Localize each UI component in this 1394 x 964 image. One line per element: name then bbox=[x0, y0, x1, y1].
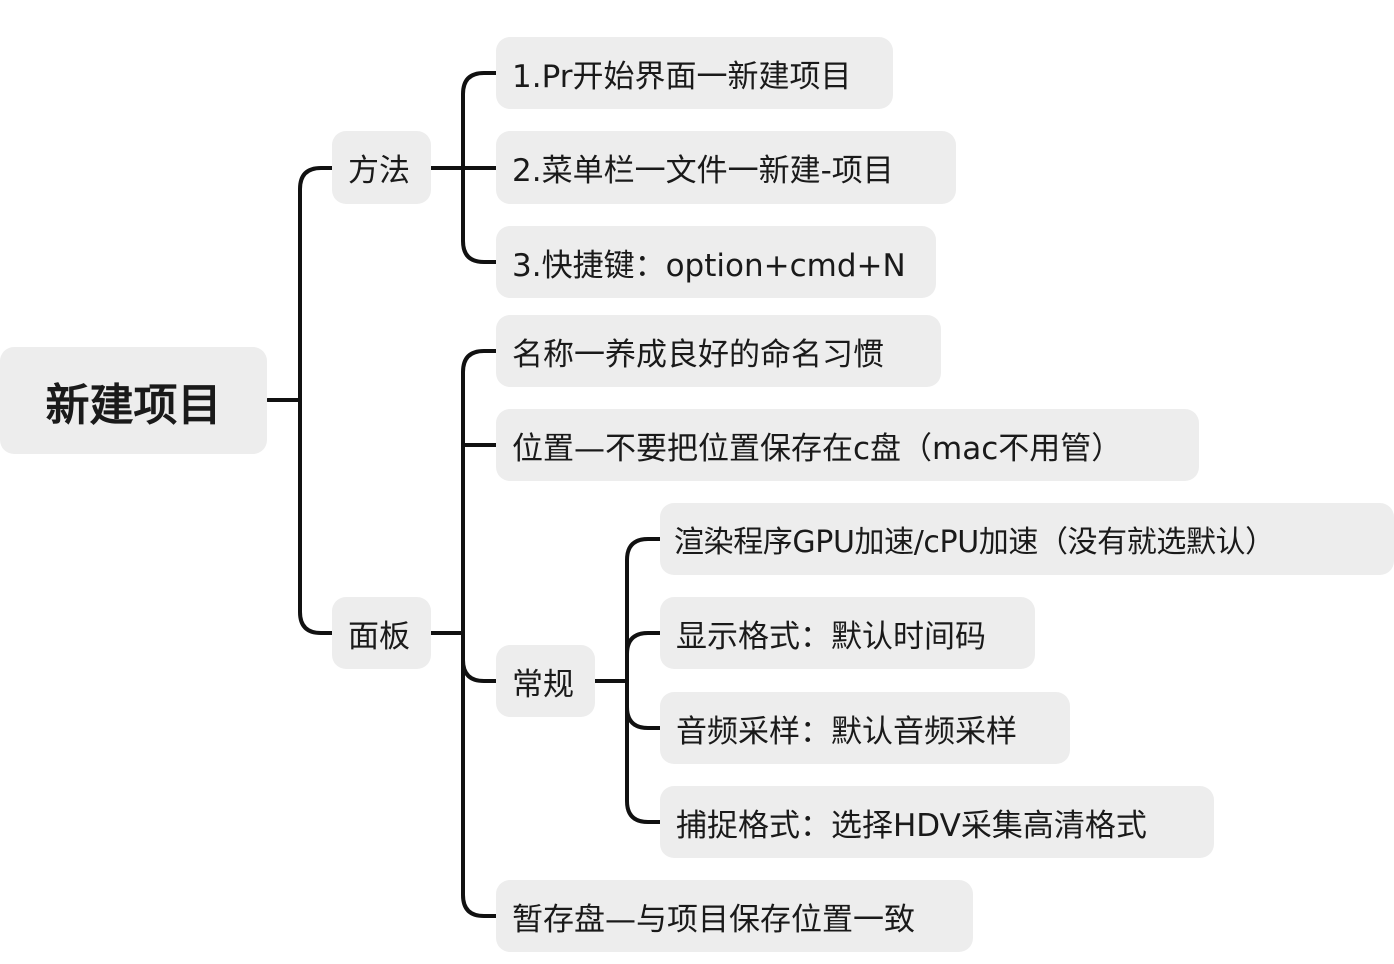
connector-panel-scratch bbox=[461, 631, 498, 918]
node-method-item-2[interactable]: 2.菜单栏一文件一新建-项目 bbox=[496, 131, 956, 204]
connector-panel-name bbox=[429, 349, 498, 635]
root-node-label: 新建项目 bbox=[45, 379, 222, 431]
node-general-item-1[interactable]: 渲染程序GPU加速/cPU加速（没有就选默认） bbox=[660, 503, 1394, 575]
node-general-item-3-label: 音频采样：默认音频采样 bbox=[676, 713, 1017, 750]
connector-general-item-4 bbox=[625, 679, 662, 824]
node-panel-label: 面板 bbox=[348, 618, 410, 655]
root-node[interactable]: 新建项目 bbox=[0, 347, 267, 454]
node-panel-scratch[interactable]: 暂存盘—与项目保存位置一致 bbox=[496, 880, 973, 952]
connector-general-item-3 bbox=[625, 679, 662, 730]
node-general-item-1-label: 渲染程序GPU加速/cPU加速（没有就选默认） bbox=[674, 525, 1275, 560]
connector-method-item-1 bbox=[429, 71, 498, 170]
node-panel-name-label: 名称一养成良好的命名习惯 bbox=[512, 336, 884, 373]
node-general-item-4[interactable]: 捕捉格式：选择HDV采集高清格式 bbox=[660, 786, 1214, 858]
node-panel-location-label: 位置—不要把位置保存在c盘（mac不用管） bbox=[512, 430, 1123, 467]
node-method-item-1[interactable]: 1.Pr开始界面一新建项目 bbox=[496, 37, 893, 109]
node-method[interactable]: 方法 bbox=[332, 131, 431, 204]
connector-method-item-3 bbox=[461, 166, 498, 264]
node-method-item-1-label: 1.Pr开始界面一新建项目 bbox=[512, 58, 852, 95]
connector-general-item-2 bbox=[625, 631, 662, 683]
connector-root-panel bbox=[298, 398, 334, 635]
connector-panel-general bbox=[461, 631, 498, 683]
node-general-item-2[interactable]: 显示格式：默认时间码 bbox=[660, 597, 1035, 669]
node-method-item-3-label: 3.快捷键：option+cmd+N bbox=[512, 247, 906, 284]
node-panel-scratch-label: 暂存盘—与项目保存位置一致 bbox=[512, 901, 915, 938]
node-panel-location[interactable]: 位置—不要把位置保存在c盘（mac不用管） bbox=[496, 409, 1199, 481]
connector-general-item-1 bbox=[593, 537, 662, 683]
node-method-item-3[interactable]: 3.快捷键：option+cmd+N bbox=[496, 226, 936, 298]
connector-root-method bbox=[266, 166, 334, 402]
node-method-item-2-label: 2.菜单栏一文件一新建-项目 bbox=[512, 153, 894, 189]
node-panel[interactable]: 面板 bbox=[332, 597, 431, 669]
node-method-label: 方法 bbox=[348, 153, 410, 189]
node-general-item-2-label: 显示格式：默认时间码 bbox=[676, 618, 986, 655]
node-panel-name[interactable]: 名称一养成良好的命名习惯 bbox=[496, 315, 941, 387]
node-general-item-4-label: 捕捉格式：选择HDV采集高清格式 bbox=[676, 807, 1147, 844]
node-panel-general-label: 常规 bbox=[512, 666, 574, 703]
node-panel-general[interactable]: 常规 bbox=[496, 645, 595, 717]
node-general-item-3[interactable]: 音频采样：默认音频采样 bbox=[660, 692, 1070, 764]
